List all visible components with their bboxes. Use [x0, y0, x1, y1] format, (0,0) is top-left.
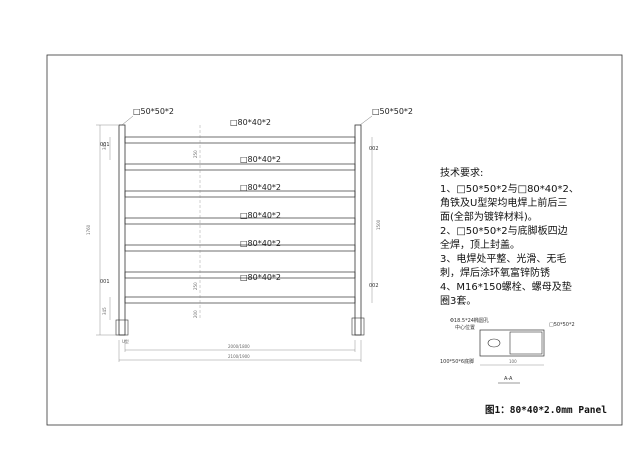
note-line-5: 全焊，顶上封盖。 [440, 238, 520, 251]
rails [124, 136, 356, 304]
left-foot-bracket [115, 319, 129, 336]
rail-label-4: □80*40*2 [240, 211, 281, 220]
base-plate [479, 329, 545, 357]
part-001-bottom: 001 [100, 279, 110, 285]
dim-mid-1: 250 [193, 150, 198, 158]
note-line-3: 面(全部为镀锌材料)。 [440, 210, 538, 223]
part-001-top: 001 [100, 142, 110, 148]
tube-section [509, 331, 543, 355]
note-line-7: 刺，焊后涂环氧富锌防锈 [440, 266, 550, 279]
right-post [351, 124, 365, 336]
section-tube-label: □50*50*2 [549, 322, 575, 328]
rail-label-3: □80*40*2 [240, 183, 281, 192]
note-line-2: 角铁及U型架均电焊上前后三 [440, 196, 567, 209]
plate-label: 100*50*6底脚 [440, 358, 474, 365]
rail-label-2: □80*40*2 [240, 155, 281, 164]
dim-small-top: 345 [102, 142, 107, 150]
note-line-1: 1、□50*50*2与□80*40*2、 [440, 183, 579, 195]
hole-label-1: Φ18.5*24椭圆孔 [450, 317, 489, 324]
figure-caption: 图1：80*40*2.0mm Panel [485, 405, 607, 416]
dim-height-total: 1760 [86, 224, 91, 235]
hole-label-2: 中心位置 [455, 324, 475, 331]
part-002-top: 002 [369, 146, 379, 152]
slot-hole [487, 338, 501, 348]
left-post [115, 124, 129, 336]
dim-small-bottom: 345 [102, 307, 107, 315]
dim-bottom: 200 [193, 310, 198, 318]
note-line-8: 4、M16*150螺栓、螺母及垫 [440, 280, 572, 293]
rail-label-1: □80*40*2 [230, 118, 271, 127]
dim-height-right: 1500 [376, 219, 381, 230]
notes-title: 技术要求: [440, 166, 483, 179]
section-detail: 100 Φ18.5*24椭圆孔 中心位置 □50*50*2 100*50*6底脚… [440, 317, 575, 384]
section-name: A-A [504, 376, 513, 382]
rail-label-6: □80*40*2 [240, 273, 281, 282]
note-line-4: 2、□50*50*2与底脚板四边 [440, 224, 568, 237]
note-line-9: 圈3套。 [440, 294, 476, 307]
dim-mid-2: 250 [193, 282, 198, 290]
technical-notes: 技术要求: 1、□50*50*2与□80*40*2、 角铁及U型架均电焊上前后三… [440, 166, 579, 307]
foot-label: U型 [122, 338, 129, 344]
rail-label-5: □80*40*2 [240, 239, 281, 248]
post-label-left: □50*50*2 [133, 107, 174, 116]
dim-width-inner: 2000/1800 [228, 344, 250, 349]
bottom-dimensions [118, 340, 362, 362]
right-foot-bracket [351, 317, 365, 336]
left-dimensions [96, 124, 118, 336]
dim-width-outer: 2100/1900 [228, 354, 250, 359]
note-line-6: 3、电焊处平整、光滑、无毛 [440, 252, 566, 265]
section-width-dim: 100 [509, 359, 517, 364]
part-002-bottom: 002 [369, 283, 379, 289]
post-label-right: □50*50*2 [372, 107, 413, 116]
sheet-border [46, 54, 623, 426]
